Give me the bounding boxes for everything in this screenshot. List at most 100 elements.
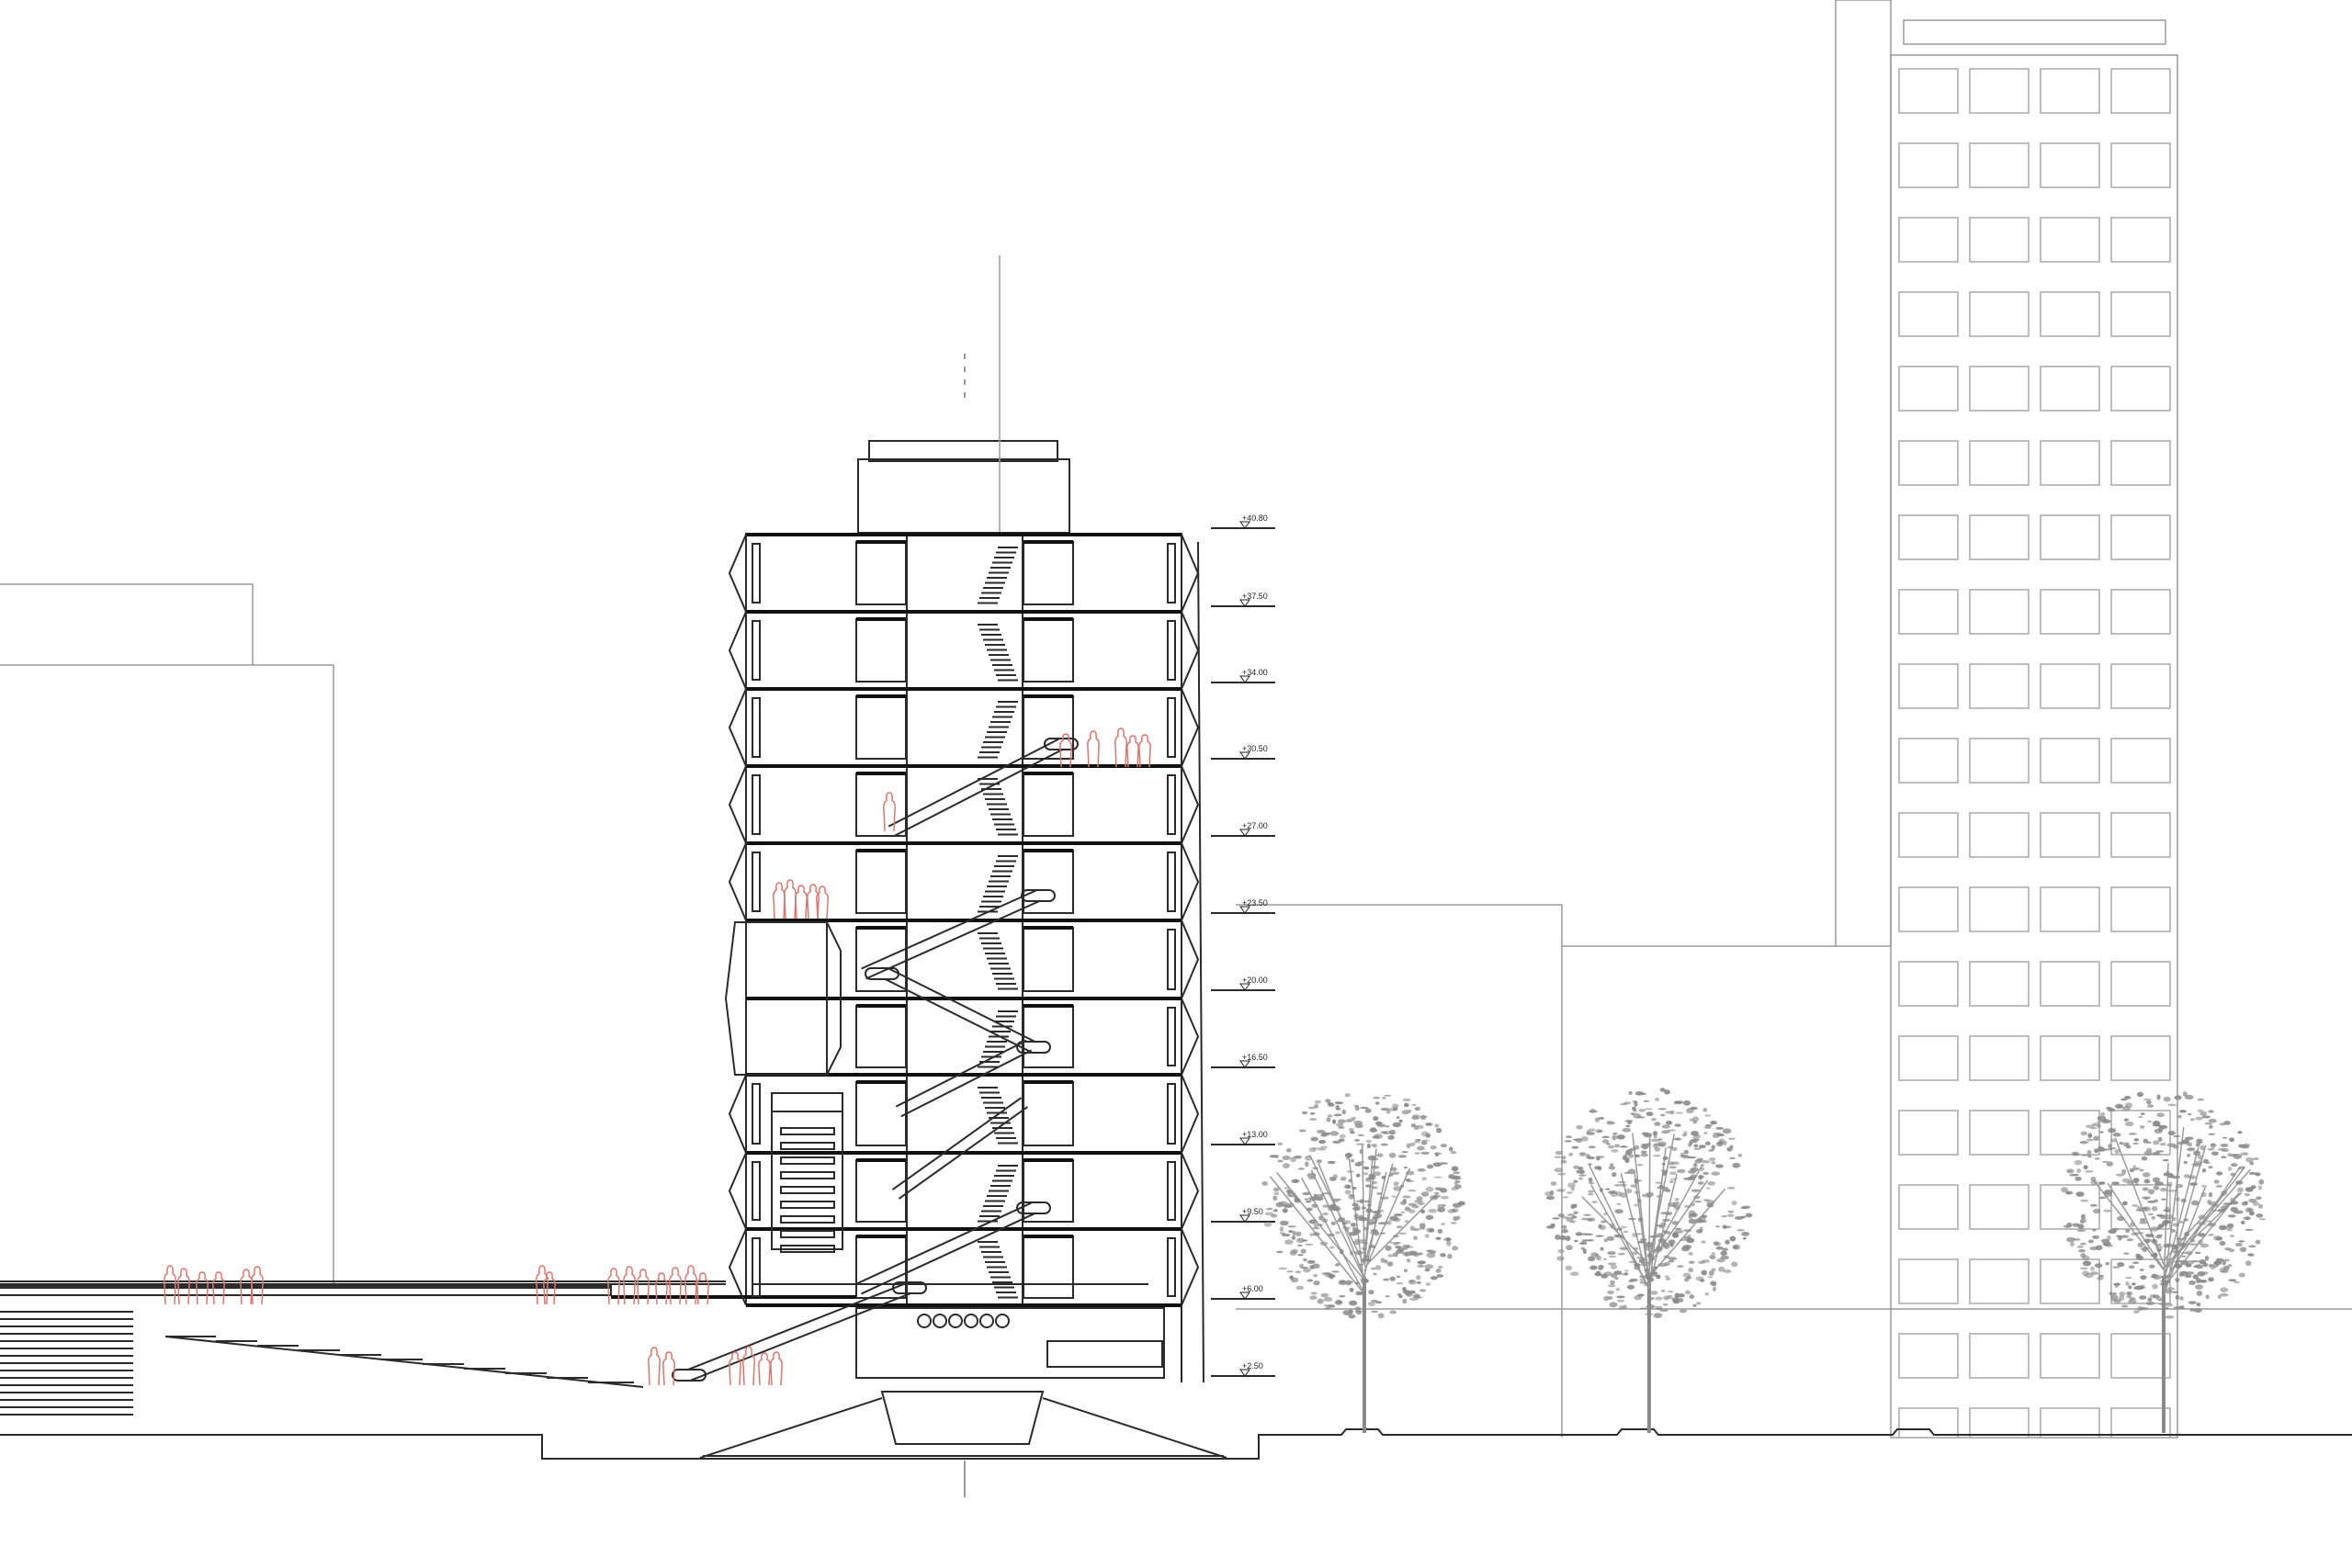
roof-plant [857,458,1070,534]
tower-window [2040,961,2100,1007]
person-figure [669,1267,682,1305]
tower-window [2040,440,2100,486]
tower-window [2110,291,2171,337]
tower-window [1969,1407,2030,1438]
tower-window [2040,1110,2100,1156]
tower-window [1969,1184,2030,1230]
atrium-void [724,921,828,1076]
tower-window [1898,1035,1959,1081]
tower-window [1969,514,2030,560]
tower-window [2040,514,2100,560]
tower-window [2110,1333,2171,1379]
tower-window [2040,738,2100,784]
tower-window [2040,217,2100,263]
tower-window [1898,217,1959,263]
person-figure [212,1271,225,1305]
left-context-building [0,583,334,1284]
tower-window [1969,68,2030,114]
tree [2061,1091,2267,1433]
lift-shaft [771,1092,843,1250]
tree [1261,1093,1465,1433]
tower-window [2110,663,2171,709]
terrace-roof [0,1280,726,1289]
tower-window [2040,1258,2100,1304]
facade-fins [728,534,1204,1383]
person-figure [784,879,797,919]
level-label: +6.00 [1242,1284,1263,1293]
person-figure [543,1271,556,1305]
roof-plant-top [868,440,1058,462]
person-figure [883,792,896,832]
tower-window [1969,738,2030,784]
level-label: +34.00 [1242,668,1268,677]
tower-window [2040,68,2100,114]
right-context-tower [1835,0,2178,1438]
escalator [900,1049,1033,1118]
tower-window [1898,589,1959,635]
tower-window [2040,1407,2100,1438]
basement-openings [917,1314,1010,1328]
tower-window [2110,1035,2171,1081]
person-figure [164,1265,176,1305]
tower-window [2040,366,2100,412]
floor-slabs [611,533,1182,1307]
tower-window [1969,366,2030,412]
left-louvres [0,1311,133,1416]
tower-window [1898,1184,1959,1230]
person-figure [773,882,786,919]
level-label: +23.50 [1242,898,1268,908]
person-figure [1114,728,1127,768]
tower-window [1898,961,1959,1007]
level-markers: +40.80+37.50+34.00+30.50+27.00+23.50+20.… [1211,513,1275,1377]
escalator [893,748,1065,838]
foundation [880,1391,1045,1445]
person-figure [662,1351,675,1386]
tower-window [1969,440,2030,486]
tower-window [1898,1333,1959,1379]
core-stair-treads [978,547,1018,1299]
tower-window [2110,68,2171,114]
level-label: +13.00 [1242,1130,1268,1139]
tower-window [2110,366,2171,412]
tower-window-grid [1898,68,2171,1438]
tower-window [1898,1110,1959,1156]
tower-window [1969,217,2030,263]
tower-window [2040,812,2100,858]
tower-window [1898,440,1959,486]
tower-window [1969,886,2030,932]
tower-window [2040,291,2100,337]
tower-window [1969,961,2030,1007]
people-figures [164,728,1151,1386]
tower-window [1969,291,2030,337]
tower-window [1898,366,1959,412]
main-building [611,255,1227,1497]
tower-window [2110,217,2171,263]
person-figure [607,1268,620,1305]
escalator [883,977,1032,1054]
tower-window [2110,961,2171,1007]
person-figure [684,1265,697,1305]
level-label: +37.50 [1242,592,1268,601]
tower-window [1898,68,1959,114]
person-figure [1087,730,1100,768]
tower-window [1898,663,1959,709]
level-label: +40.80 [1242,513,1268,523]
tower-window [2110,1407,2171,1438]
level-label: +9.50 [1242,1207,1263,1216]
person-figure [696,1272,709,1305]
tower-window [2040,1035,2100,1081]
tower-window [1898,142,1959,188]
person-figure [729,1351,741,1386]
tower-window [1898,886,1959,932]
person-figure [770,1351,783,1386]
tower-window [2040,663,2100,709]
person-figure [1126,735,1139,768]
person-figure [742,1346,755,1386]
tower-window [1898,1258,1959,1304]
tower-window [2110,738,2171,784]
escalators [672,738,1079,1382]
tower-window [1969,589,2030,635]
escalator [865,899,1041,980]
level-label: +30.50 [1242,744,1268,753]
